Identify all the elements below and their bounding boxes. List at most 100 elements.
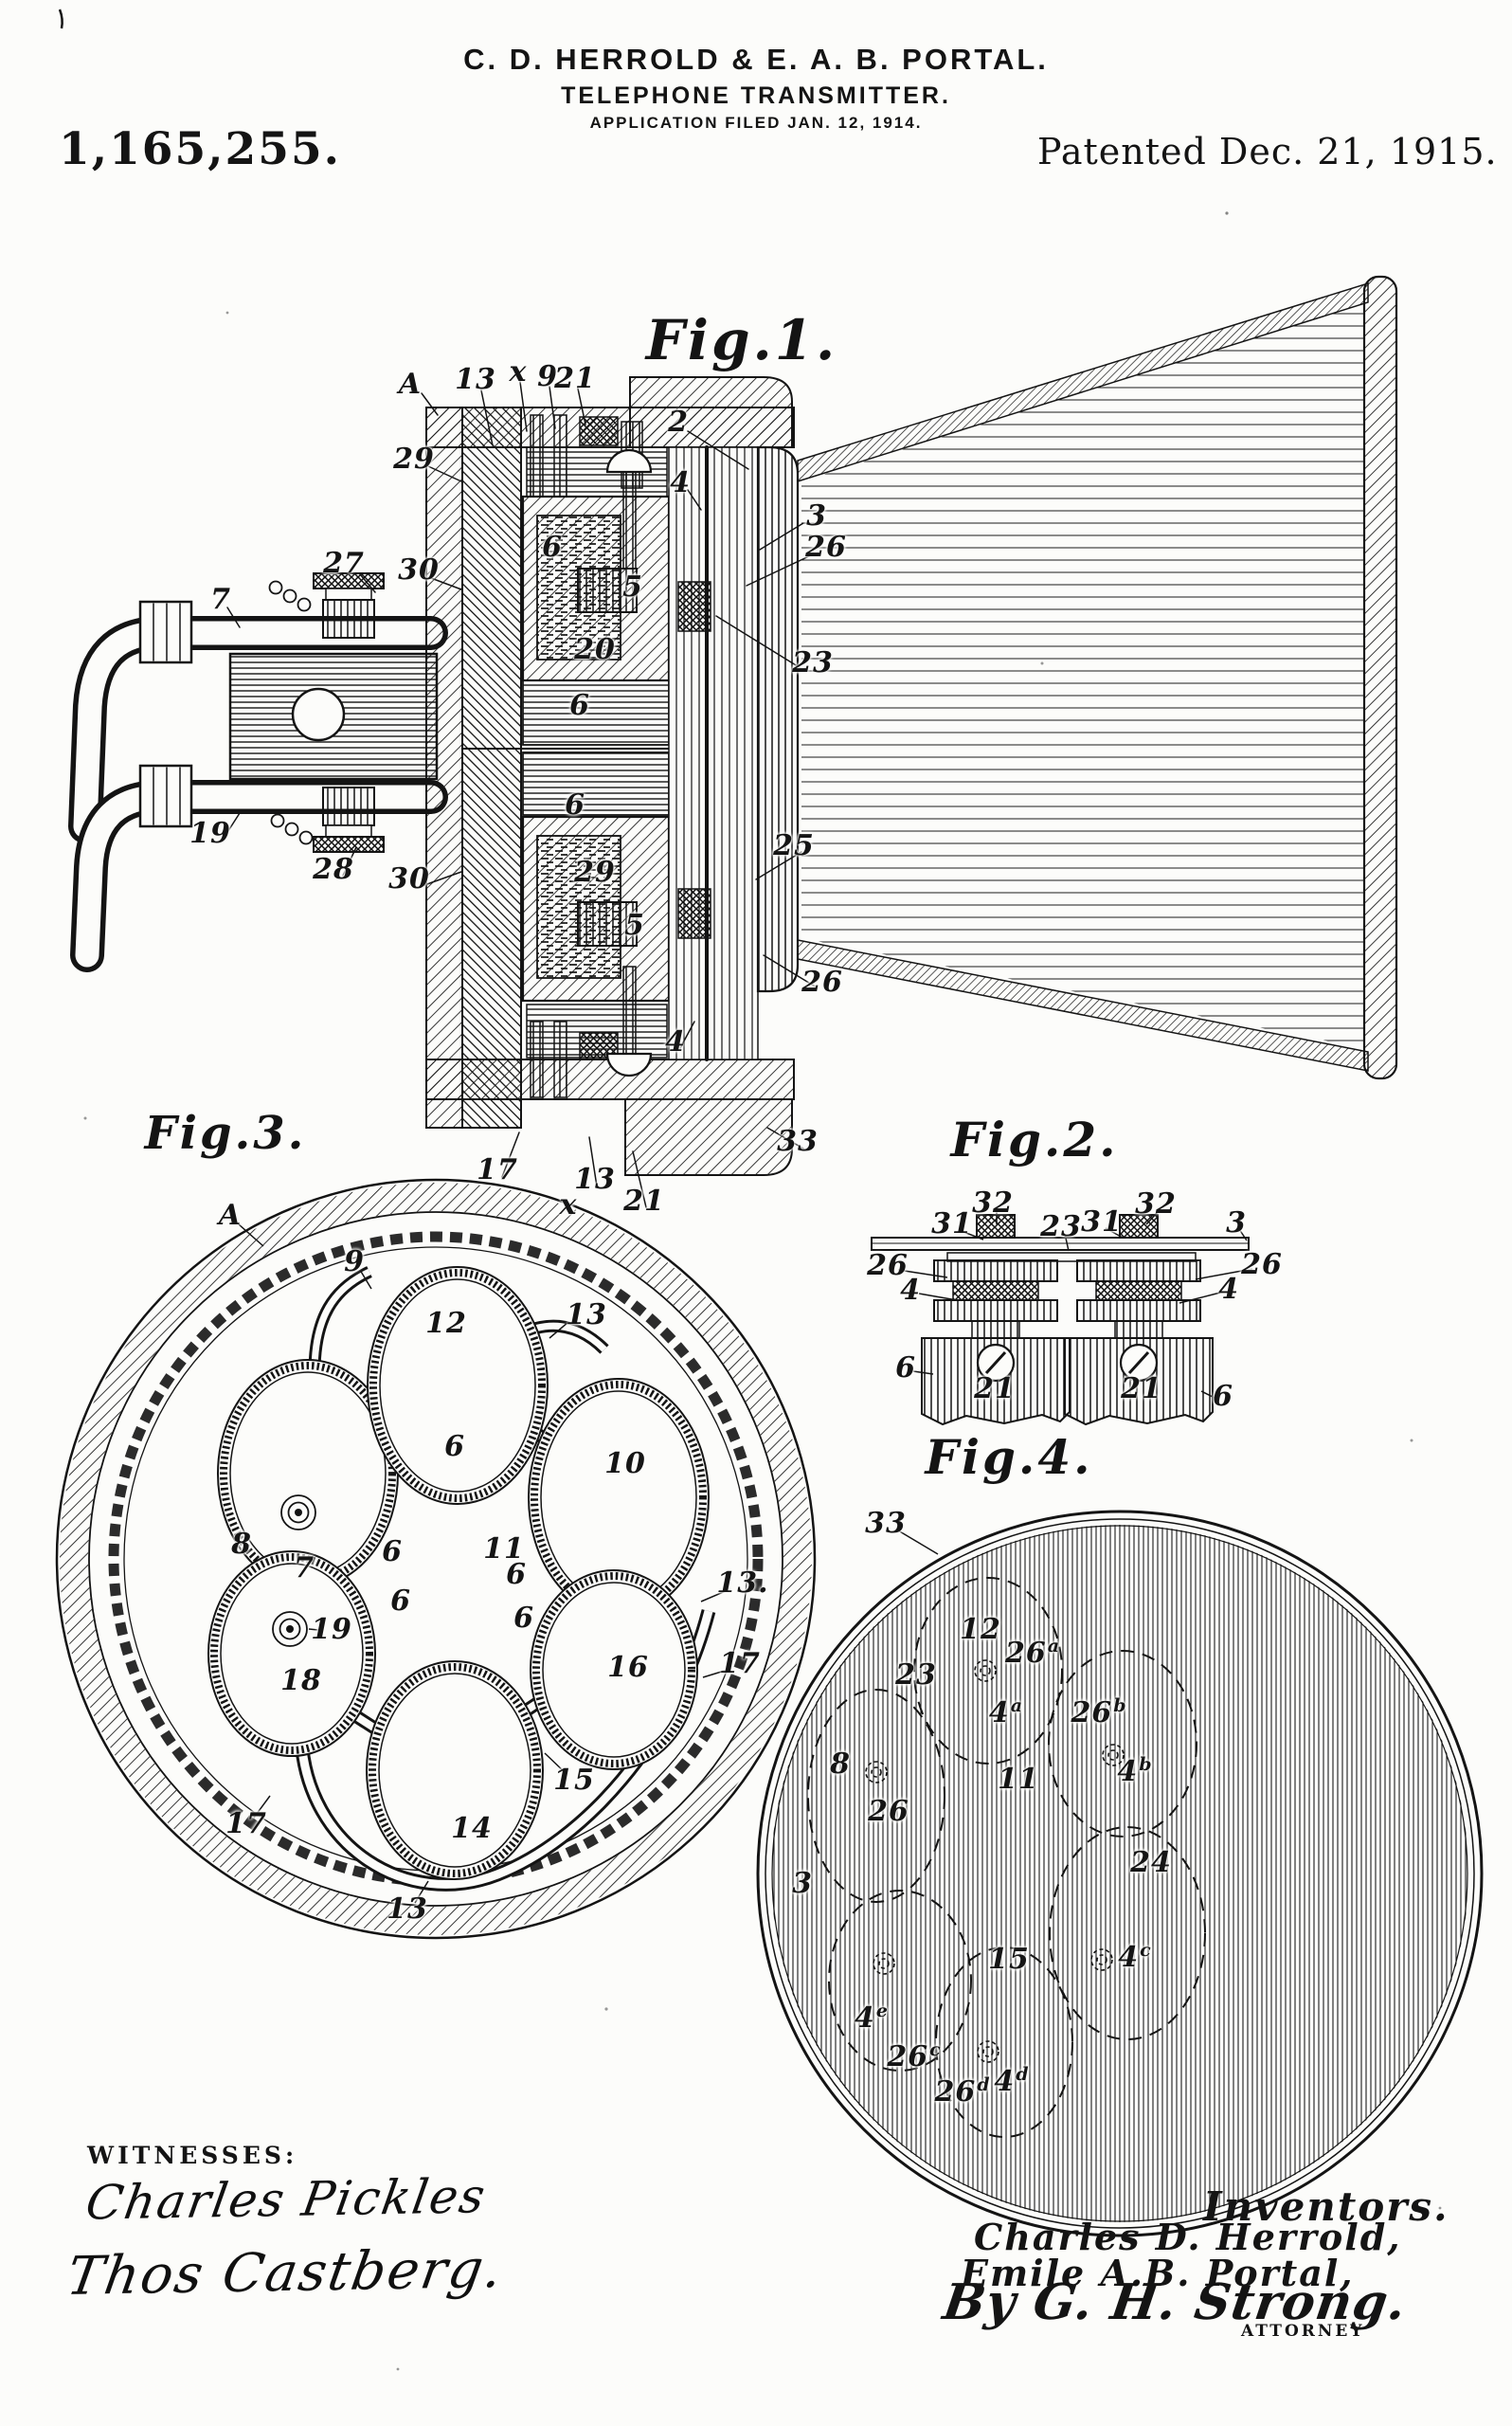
ref-numeral: 13: [574, 1163, 616, 1196]
fig4-drawing: [756, 1510, 1484, 2237]
ref-numeral: 6: [1213, 1380, 1233, 1413]
header-application-line: APPLICATION FILED JAN. 12, 1914.: [589, 114, 923, 132]
ref-numeral: 6: [506, 1558, 527, 1591]
ref-numeral: 7: [294, 1551, 315, 1584]
fig4-title: Fig.4.: [925, 1429, 1093, 1485]
ref-numeral: 4: [1218, 1273, 1239, 1306]
ref-numeral: 32: [1135, 1187, 1177, 1221]
witness-signature-1: Charles Pickles: [81, 2168, 491, 2231]
ref-numeral: 2: [668, 406, 689, 439]
fig3-drawing: [55, 1178, 817, 1940]
ref-numeral: 26: [868, 1795, 909, 1828]
ref-numeral: 6: [382, 1535, 403, 1568]
ref-numeral: 3: [1226, 1206, 1247, 1240]
ref-numeral: 6: [444, 1430, 465, 1463]
ref-numeral: 4: [900, 1274, 921, 1307]
ref-numeral: 8: [830, 1747, 851, 1781]
patent-number: 1,165,255.: [59, 123, 342, 175]
ref-numeral: 17: [719, 1647, 761, 1680]
ref-numeral: 33: [865, 1507, 907, 1540]
ref-numeral: 10: [604, 1447, 646, 1480]
ref-numeral: 31: [931, 1207, 973, 1240]
ref-numeral: 21: [623, 1185, 665, 1218]
ref-numeral: 14: [451, 1812, 493, 1845]
inventors-heading: Inventors.: [1203, 2183, 1449, 2230]
fig2-title: Fig.2.: [950, 1112, 1119, 1168]
ref-numeral: 17: [225, 1807, 267, 1840]
ref-numeral: 23: [895, 1658, 937, 1692]
ref-numeral: 24: [1130, 1846, 1172, 1879]
ref-numeral: 28: [313, 853, 354, 886]
witness-signature-2: Thos Castberg.: [63, 2238, 509, 2308]
ref-numeral: 12: [960, 1613, 1001, 1646]
ref-numeral: 30: [398, 553, 440, 587]
ref-numeral: 6: [513, 1602, 534, 1635]
ref-numeral: 19: [189, 817, 231, 850]
ref-numeral: 18: [280, 1664, 322, 1697]
ref-numeral: 26b: [1071, 1695, 1127, 1729]
inventor-name-1: Charles D. Herrold,: [974, 2216, 1402, 2258]
ref-numeral: 6: [565, 788, 585, 822]
ref-numeral: 26: [801, 966, 843, 999]
attorney-label: ATTORNEY: [1241, 2322, 1365, 2341]
ref-numeral: 9: [537, 360, 558, 393]
ref-numeral: 11: [998, 1763, 1039, 1796]
ref-numeral: 15: [988, 1943, 1030, 1976]
ref-numeral: 4: [670, 466, 691, 499]
ref-numeral: 21: [974, 1372, 1016, 1405]
ref-numeral: 4b: [1117, 1754, 1153, 1788]
ref-numeral: 26: [867, 1249, 909, 1282]
ref-numeral: 4c: [1118, 1940, 1152, 1974]
ref-numeral: 26c: [887, 2039, 942, 2073]
ref-numeral: 5: [624, 909, 645, 942]
ref-numeral: 26: [805, 531, 847, 564]
ref-numeral: 6: [542, 531, 563, 564]
ref-numeral: 16: [607, 1651, 649, 1684]
ref-numeral: 17: [477, 1153, 518, 1186]
ref-numeral: 13: [455, 363, 496, 396]
ref-numeral: 32: [972, 1186, 1014, 1220]
ref-numeral: 21: [1121, 1372, 1162, 1405]
inventor-name-2: Emile A.B. Portal,: [961, 2252, 1355, 2294]
patented-date: Patented Dec. 21, 1915.: [1037, 131, 1498, 172]
ghost-cell-outline: [807, 1577, 1206, 2138]
ref-numeral: 23: [1040, 1210, 1082, 1243]
ref-numeral: 4a: [988, 1695, 1024, 1729]
fig3-title: Fig.3.: [144, 1107, 307, 1160]
electrode-symbol: [272, 1494, 316, 1647]
ref-numeral: 30: [388, 862, 430, 896]
ref-numeral: 13: [566, 1298, 607, 1331]
ref-numeral: 4d: [994, 2064, 1030, 2098]
attorney-signature: By G. H. Strong.: [939, 2273, 1411, 2331]
ref-numeral: 19: [311, 1613, 352, 1646]
ref-numeral: 26a: [1004, 1636, 1061, 1670]
witnesses-heading: WITNESSES:: [87, 2142, 298, 2169]
ref-numeral: 9: [344, 1245, 365, 1278]
ref-numeral: 15: [553, 1764, 595, 1797]
ref-numeral: 29: [393, 443, 435, 476]
fig1-drawing: [68, 275, 1398, 1208]
ref-numeral: 3: [792, 1867, 813, 1900]
ref-numeral: 31: [1081, 1205, 1123, 1239]
header-title: TELEPHONE TRANSMITTER.: [561, 82, 951, 109]
fig2-leader-lines: [897, 1211, 1253, 1400]
ref-numeral: x: [509, 355, 528, 389]
ref-numeral: 4e: [855, 2001, 889, 2035]
ref-numeral: 33: [777, 1125, 819, 1158]
header-inventors-line: C. D. HERROLD & E. A. B. PORTAL.: [463, 43, 1049, 76]
ref-numeral: 25: [773, 829, 815, 862]
ref-numeral: 8: [231, 1528, 252, 1561]
ref-numeral: 12: [425, 1307, 467, 1340]
fig3-leader-lines: [238, 1223, 729, 1904]
ref-numeral: 6: [895, 1351, 916, 1385]
ref-numeral: 3: [806, 499, 827, 533]
ref-numeral: 29: [574, 856, 616, 889]
ref-numeral: 20: [574, 633, 616, 666]
ref-numeral: A: [398, 368, 423, 401]
ref-numeral: 5: [622, 570, 643, 604]
ref-numeral: 27: [323, 547, 365, 580]
ref-numeral: 6: [569, 689, 590, 722]
ref-numeral: 21: [554, 362, 596, 395]
ghost-electrode: [865, 1659, 1125, 2063]
